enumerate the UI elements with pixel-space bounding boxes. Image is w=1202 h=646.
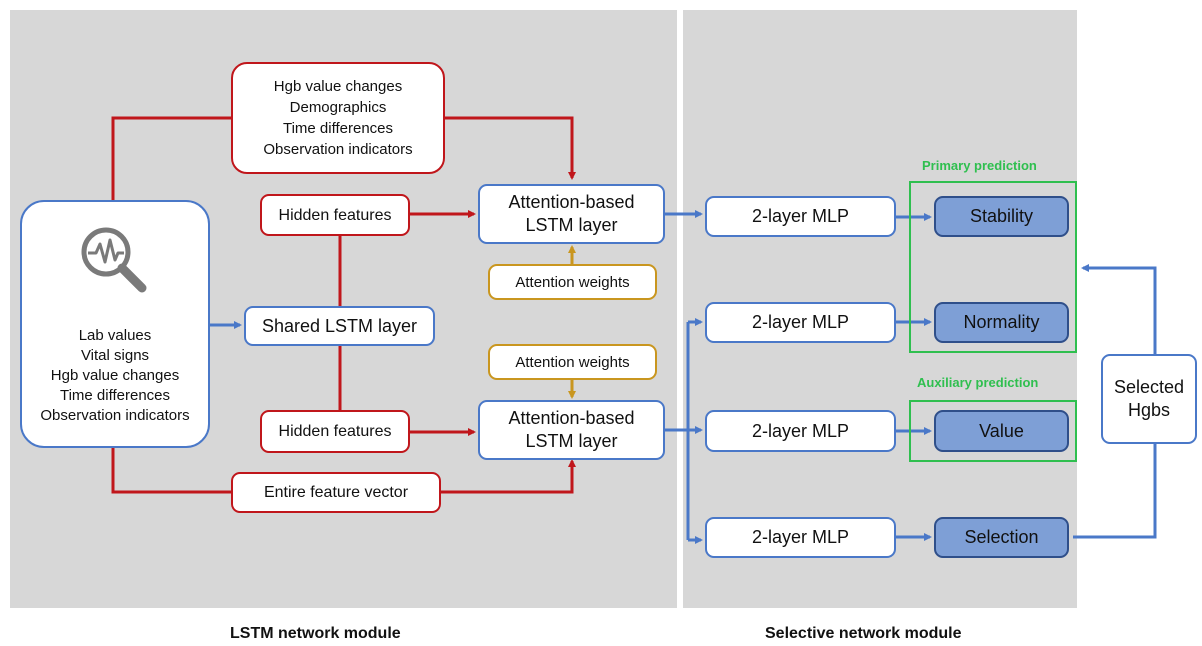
selected-hgbs-line2: Hgbs	[1127, 400, 1171, 420]
attention-lstm-line1: Attention-based	[508, 408, 635, 428]
auxiliary-prediction-frame	[909, 400, 1077, 462]
auxiliary-prediction-label: Auxiliary prediction	[917, 375, 1039, 390]
selective-module-label: Selective network module	[765, 625, 962, 642]
input-features-box: Lab values Vital signs Hgb value changes…	[20, 200, 210, 448]
primary-prediction-frame	[909, 181, 1077, 353]
feature-line: Time differences	[282, 120, 394, 137]
primary-prediction-label: Primary prediction	[922, 158, 1037, 173]
stability-output: Stability	[934, 196, 1069, 237]
input-line: Hgb value changes	[50, 367, 180, 384]
feature-line: Hgb value changes	[273, 78, 403, 95]
mlp-normality: 2-layer MLP	[705, 302, 896, 343]
input-line: Lab values	[78, 327, 152, 344]
lstm-module-label: LSTM network module	[230, 625, 401, 642]
feature-line: Observation indicators	[263, 141, 413, 158]
selection-output: Selection	[934, 517, 1069, 558]
input-line: Vital signs	[80, 347, 150, 364]
hidden-features-top: Hidden features	[260, 194, 410, 236]
attention-lstm-line2: LSTM layer	[525, 215, 618, 235]
selected-hgbs-line1: Selected	[1113, 377, 1185, 397]
normality-output: Normality	[934, 302, 1069, 343]
hidden-features-bottom: Hidden features	[260, 410, 410, 453]
value-output: Value	[934, 410, 1069, 452]
mlp-value: 2-layer MLP	[705, 410, 896, 452]
attention-lstm-line1: Attention-based	[508, 192, 635, 212]
attention-weights-top: Attention weights	[488, 264, 657, 300]
shared-lstm-layer: Shared LSTM layer	[244, 306, 435, 346]
feature-line: Demographics	[289, 99, 387, 116]
magnifier-signal-icon	[81, 227, 147, 293]
attention-lstm-bottom: Attention-based LSTM layer	[478, 400, 665, 460]
mlp-stability: 2-layer MLP	[705, 196, 896, 237]
attention-lstm-line2: LSTM layer	[525, 431, 618, 451]
attention-lstm-top: Attention-based LSTM layer	[478, 184, 665, 244]
mlp-selection: 2-layer MLP	[705, 517, 896, 558]
input-line: Time differences	[59, 387, 171, 404]
input-line: Observation indicators	[40, 407, 190, 424]
selected-hgbs-box: Selected Hgbs	[1101, 354, 1197, 444]
static-features-box: Hgb value changes Demographics Time diff…	[231, 62, 445, 174]
entire-feature-vector: Entire feature vector	[231, 472, 441, 513]
attention-weights-bottom: Attention weights	[488, 344, 657, 380]
